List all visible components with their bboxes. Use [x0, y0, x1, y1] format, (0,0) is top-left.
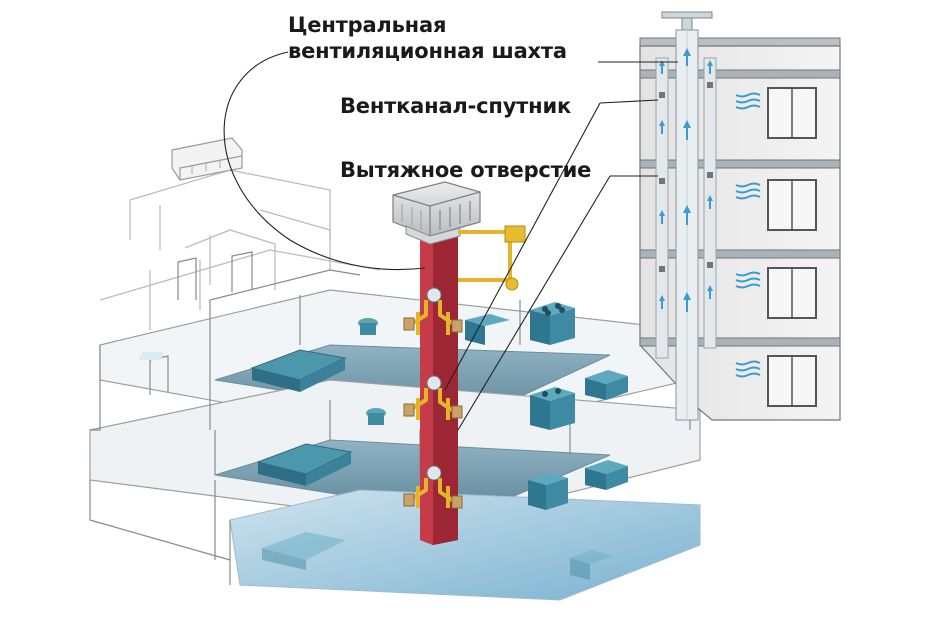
stove-icon — [530, 387, 575, 430]
exhaust-vent-icon — [403, 317, 463, 509]
armchair-icon — [570, 550, 612, 580]
section-building — [639, 11, 841, 421]
exhaust-opening-label: Вытяжное отверстие — [340, 158, 592, 182]
airflow-arrow-icon — [659, 48, 713, 312]
window-icon — [767, 179, 817, 231]
leader-central-shaft — [223, 51, 426, 271]
armchair-icon — [585, 370, 628, 400]
central-shaft-label-line1: Центральная — [288, 13, 447, 37]
bed-icon — [138, 349, 347, 392]
roof-cap-icon — [661, 11, 713, 31]
callout-leaders — [223, 51, 678, 431]
walls-wireframe — [89, 269, 691, 585]
airflow-arrow-icon — [735, 92, 761, 378]
window-icon — [767, 355, 817, 407]
section-slabs — [639, 69, 841, 347]
stove-icon — [530, 302, 575, 345]
duct-junction-icon — [504, 225, 526, 291]
satellite-ducts — [408, 230, 512, 508]
satellite-duct-label: Вентканал-спутник — [340, 94, 572, 118]
exhaust-vent-icon — [659, 82, 713, 272]
bed-icon — [262, 532, 346, 570]
window-icon — [767, 267, 817, 319]
roof-cowl-icon — [171, 137, 243, 181]
window-icon — [767, 87, 817, 139]
toilet-icon — [358, 318, 378, 335]
armchair-icon — [585, 460, 628, 490]
leader-exhaust-to-iso — [457, 175, 611, 431]
isometric-building — [89, 137, 701, 601]
central-shaft-label-line2: вентиляционная шахта — [288, 39, 567, 63]
central-shaft-label: Центральная вентиляционная шахта — [288, 12, 567, 64]
toilet-icon — [366, 408, 386, 425]
bed-icon — [256, 443, 353, 486]
leader-satellite-duct — [599, 99, 659, 104]
leader-satellite-to-iso — [444, 102, 601, 391]
roof-fan-icon — [392, 181, 481, 245]
fan-disc-icon — [426, 287, 442, 481]
stove-icon — [528, 473, 568, 510]
